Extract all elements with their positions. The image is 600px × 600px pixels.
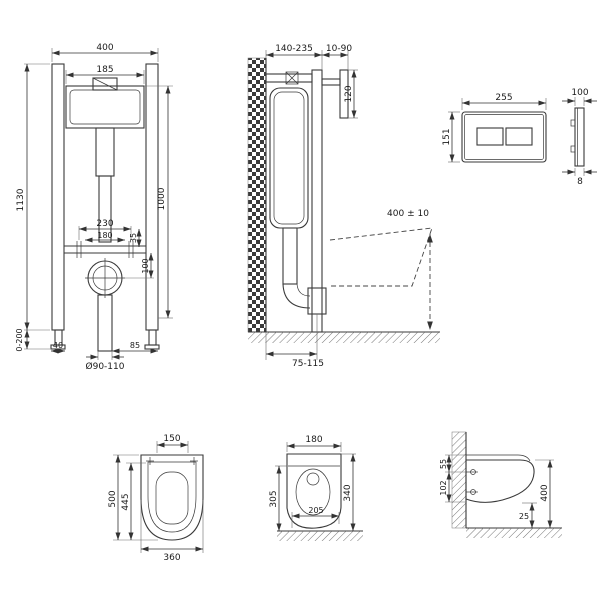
dim-floor-clearance: 25 xyxy=(519,512,529,521)
frame-front-view: 400 185 1130 0-200 1000 230 180 35 xyxy=(15,43,173,372)
toilet-top-outline xyxy=(140,454,204,541)
dim-height: 400 xyxy=(540,484,550,501)
toilet-side-view: 55 102 400 25 xyxy=(439,431,562,538)
toilet-side-outline xyxy=(451,431,562,538)
flush-plate-front xyxy=(461,111,547,163)
dim-cistern-width: 185 xyxy=(96,65,113,75)
flush-plate-outline xyxy=(461,107,585,167)
flush-button-right xyxy=(505,127,533,146)
dim-total-height: 1130 xyxy=(16,188,26,211)
dim-drain-diameter: Ø90-110 xyxy=(86,361,125,372)
frame-front-outline xyxy=(50,63,160,352)
dim-plate-width: 255 xyxy=(495,93,512,103)
dim-drain-offset-height: 100 xyxy=(141,258,150,273)
dim-mount-width: 180 xyxy=(305,435,322,445)
dim-wall-clearance: 10-90 xyxy=(326,44,352,54)
dim-total-height: 340 xyxy=(343,484,353,501)
wall-section xyxy=(247,57,267,333)
drain-hole xyxy=(306,472,320,486)
floor-hatch xyxy=(277,531,363,541)
toilet-front-dimensions: 180 305 340 205 xyxy=(269,435,356,531)
flush-button-left xyxy=(476,127,504,146)
dim-drain-side-offset: 85 xyxy=(130,341,140,350)
dim-plate-side-width: 100 xyxy=(571,88,588,98)
dim-inner-height: 1000 xyxy=(157,187,167,210)
toilet-front-view: 180 305 340 205 xyxy=(269,435,363,541)
cistern-side xyxy=(269,87,309,229)
dim-top-offset: 55 xyxy=(439,459,448,469)
dim-feet-range: 0-200 xyxy=(15,328,24,351)
dim-front-height: 305 xyxy=(269,490,279,507)
flush-plate-view: 255 151 100 8 xyxy=(442,88,597,187)
wall-section xyxy=(451,431,467,529)
flush-valve-box xyxy=(92,77,118,91)
frame-side-view: 140-235 10-90 120 400 ± 10 75-115 xyxy=(247,44,440,369)
dim-tank-width: 150 xyxy=(163,434,180,444)
dim-drain-depth-range: 75-115 xyxy=(292,359,324,369)
flush-plate-side-profile xyxy=(339,69,349,119)
bowl-rim xyxy=(155,471,189,525)
toilet-top-view: 150 500 445 360 xyxy=(108,434,204,563)
toilet-side-dimensions: 55 102 400 25 xyxy=(439,454,554,528)
dim-plate-cutout-height: 120 xyxy=(344,85,354,102)
dim-bracket-offset: 35 xyxy=(129,233,138,243)
dim-toilet-inner-length: 445 xyxy=(121,493,131,510)
dim-bolt-spacing: 230 xyxy=(96,219,113,229)
flush-plate-dimensions: 255 151 100 8 xyxy=(442,88,597,187)
drain-outlet xyxy=(307,287,327,315)
dim-plate-height: 151 xyxy=(442,128,452,145)
dim-bottom-width: 205 xyxy=(308,506,323,515)
dim-width-top: 400 xyxy=(96,43,113,53)
dim-foot-width: 40 xyxy=(53,341,63,350)
dim-plate-thickness: 8 xyxy=(577,177,583,187)
drain-pipe xyxy=(97,294,113,352)
dim-toilet-length: 500 xyxy=(108,490,118,507)
toilet-dashed-outline xyxy=(329,227,433,287)
dim-bolt-spacing-inner: 180 xyxy=(97,231,112,240)
frame-rail-side xyxy=(311,69,323,333)
floor-hatch xyxy=(466,528,562,538)
dim-depth-range: 140-235 xyxy=(275,44,313,54)
floor-hatch xyxy=(248,332,440,343)
frame-front-dimensions: 400 185 1130 0-200 1000 230 180 35 xyxy=(15,43,173,372)
right-foot xyxy=(148,329,157,346)
dim-seat-height: 400 ± 10 xyxy=(387,209,429,219)
dim-mount-spacing: 102 xyxy=(439,480,448,495)
flush-plate-edge xyxy=(574,107,585,167)
frame-side-dimensions: 140-235 10-90 120 400 ± 10 75-115 xyxy=(265,44,429,369)
toilet-top-dimensions: 150 500 445 360 xyxy=(108,434,204,563)
dim-toilet-width: 360 xyxy=(163,553,180,563)
cistern-outline xyxy=(65,85,145,129)
